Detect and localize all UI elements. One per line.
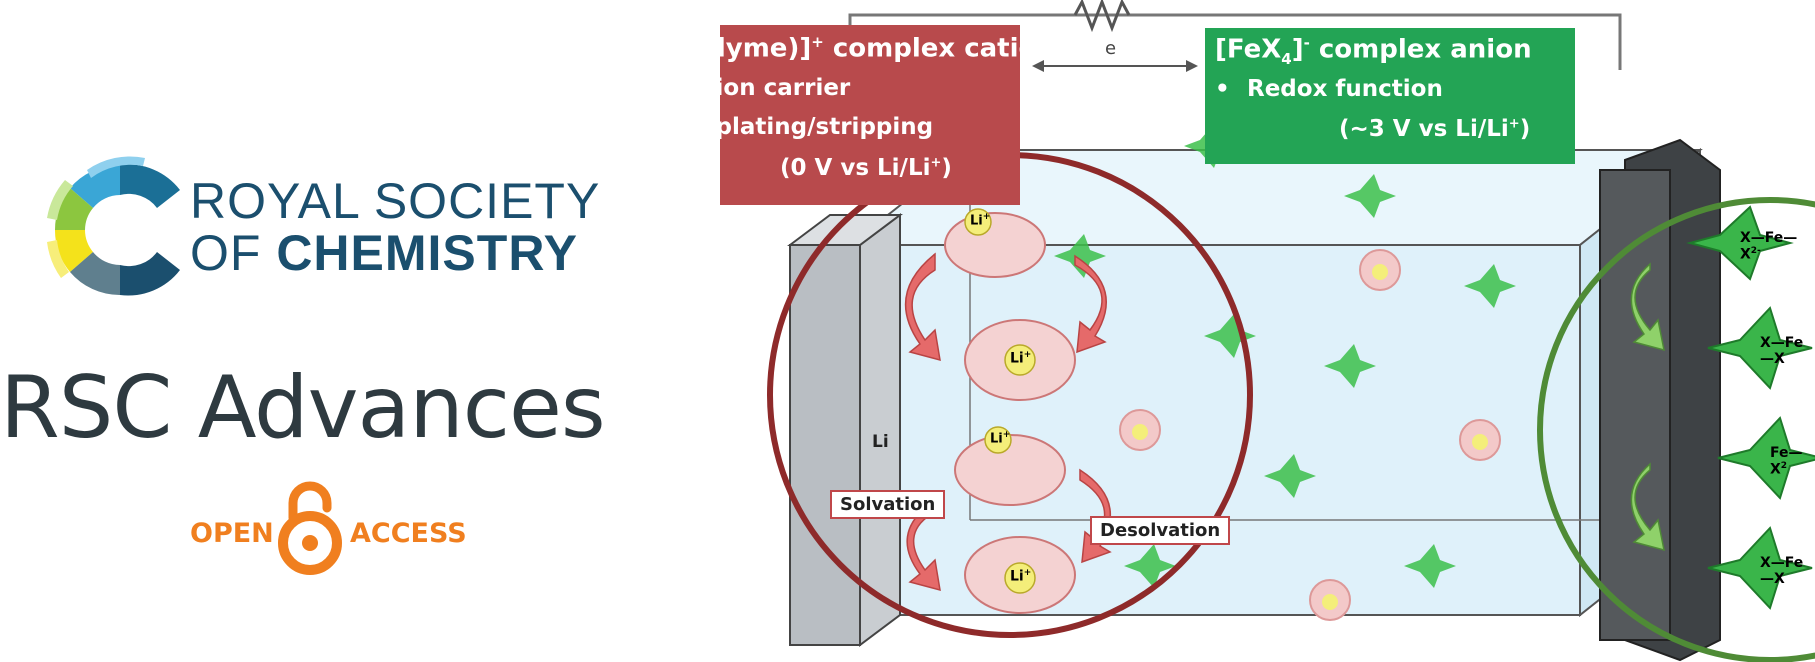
- cation-title: [Li(glyme)]+ complex cation: [649, 33, 1055, 64]
- li-ion-label-1: Li+: [970, 212, 990, 228]
- electrode-label: Li: [872, 432, 889, 452]
- li-ion-text: Li: [1010, 568, 1024, 585]
- society-name-line2: OF CHEMISTRY: [190, 224, 578, 282]
- charge-2: 2: [1780, 461, 1788, 471]
- anion-item-redox: Redox function: [1215, 76, 1443, 102]
- ligand-x: X: [1770, 461, 1781, 478]
- li-ion-charge: +: [982, 212, 991, 222]
- ligand-x: X: [1774, 571, 1785, 587]
- society-name-bold: CHEMISTRY: [276, 225, 578, 281]
- anion-title-suffix: complex anion: [1309, 34, 1532, 65]
- cation-title-main: [Li(glyme)]: [649, 33, 812, 64]
- cation-title-charge: +: [811, 33, 824, 51]
- open-access-left-text: OPEN: [190, 518, 274, 549]
- fex4-label-4: X—Fe—X: [1760, 555, 1804, 587]
- journal-title: RSC Advances: [0, 358, 606, 458]
- cation-note-text: (0 V vs Li/Li: [780, 155, 931, 181]
- charge-2minus: 2-: [1750, 246, 1761, 256]
- li-ion-label-4: Li+: [1010, 568, 1031, 585]
- solvation-tag: Solvation: [830, 490, 946, 519]
- cation-item-plating: Li plating/stripping: [653, 114, 933, 140]
- ligand-x: X: [1740, 230, 1751, 246]
- anion-zoom-circle: [1537, 197, 1815, 662]
- society-name-prefix: OF: [190, 225, 277, 281]
- fex4-label-1: X—Fe—X2-: [1740, 230, 1798, 263]
- redox-arrows: [1630, 262, 1665, 552]
- fex4-label-3: Fe—X2: [1770, 445, 1803, 478]
- cation-potential-note: (0 V vs Li/Li+): [780, 155, 952, 181]
- open-access-right-text: ACCESS: [350, 518, 467, 549]
- rsc-advances-logo: ROYAL SOCIETY OF CHEMISTRY RSC Advances …: [0, 0, 700, 662]
- iron-atom: Fe: [1770, 445, 1789, 461]
- anion-title-charge: -: [1303, 34, 1310, 52]
- ligand-x: X: [1774, 351, 1785, 367]
- society-name-line1: ROYAL SOCIETY: [190, 173, 601, 229]
- li-ion-charge: +: [1023, 350, 1032, 360]
- li-ion-label-2: Li+: [1010, 350, 1031, 367]
- anion-title-prefix: [FeX: [1215, 34, 1282, 65]
- li-ion-text: Li: [970, 213, 983, 229]
- cation-item-carrier: Li ion carrier: [653, 75, 850, 101]
- cation-note-suffix: ): [941, 155, 952, 181]
- cation-title-suffix: complex cation: [823, 33, 1055, 64]
- anion-title-mid: ]: [1291, 34, 1304, 65]
- resistor-icon: [1073, 0, 1131, 33]
- desolvation-tag: Desolvation: [1090, 516, 1231, 545]
- ligand-x: X: [1740, 246, 1751, 263]
- anion-potential-note: (~3 V vs Li/Li+): [1339, 116, 1530, 142]
- anion-note-suffix: ): [1519, 116, 1531, 142]
- electron-label: e: [1105, 38, 1117, 59]
- anion-title: [FeX4]- complex anion: [1215, 34, 1532, 68]
- iron-atom: Fe: [1784, 335, 1804, 351]
- anion-note-charge: +: [1508, 116, 1520, 132]
- anion-callout: [FeX4]- complex anion Redox function (~3…: [1205, 28, 1575, 164]
- ligand-x: X: [1760, 335, 1771, 351]
- anion-note-text: (~3 V vs Li/Li: [1339, 116, 1509, 142]
- anion-title-sub: 4: [1281, 49, 1292, 68]
- li-ion-marks: [964, 208, 1036, 594]
- rsc-emblem-icon: [47, 156, 180, 296]
- li-ion-charge: +: [1023, 568, 1032, 578]
- fex4-complex-marks: [1686, 205, 1815, 610]
- battery-schematic: e [Li(glyme)]+ complex cation Li ion car…: [649, 0, 1815, 662]
- li-ion-label-3: Li+: [990, 430, 1010, 446]
- iron-atom: Fe: [1764, 230, 1784, 246]
- ligand-x: X: [1760, 555, 1771, 571]
- fex4-label-2: X—Fe—X: [1760, 335, 1804, 367]
- li-ion-text: Li: [1010, 350, 1024, 367]
- li-ion-charge: +: [1002, 430, 1011, 440]
- cation-note-charge: +: [930, 155, 942, 171]
- lithium-electrode: [859, 213, 901, 647]
- iron-atom: Fe: [1784, 555, 1804, 571]
- li-ion-text: Li: [990, 431, 1003, 447]
- open-lock-icon: [278, 481, 342, 575]
- battery-schematic-graphic: [720, 0, 1815, 662]
- cation-callout: [Li(glyme)]+ complex cation Li ion carri…: [635, 25, 1055, 205]
